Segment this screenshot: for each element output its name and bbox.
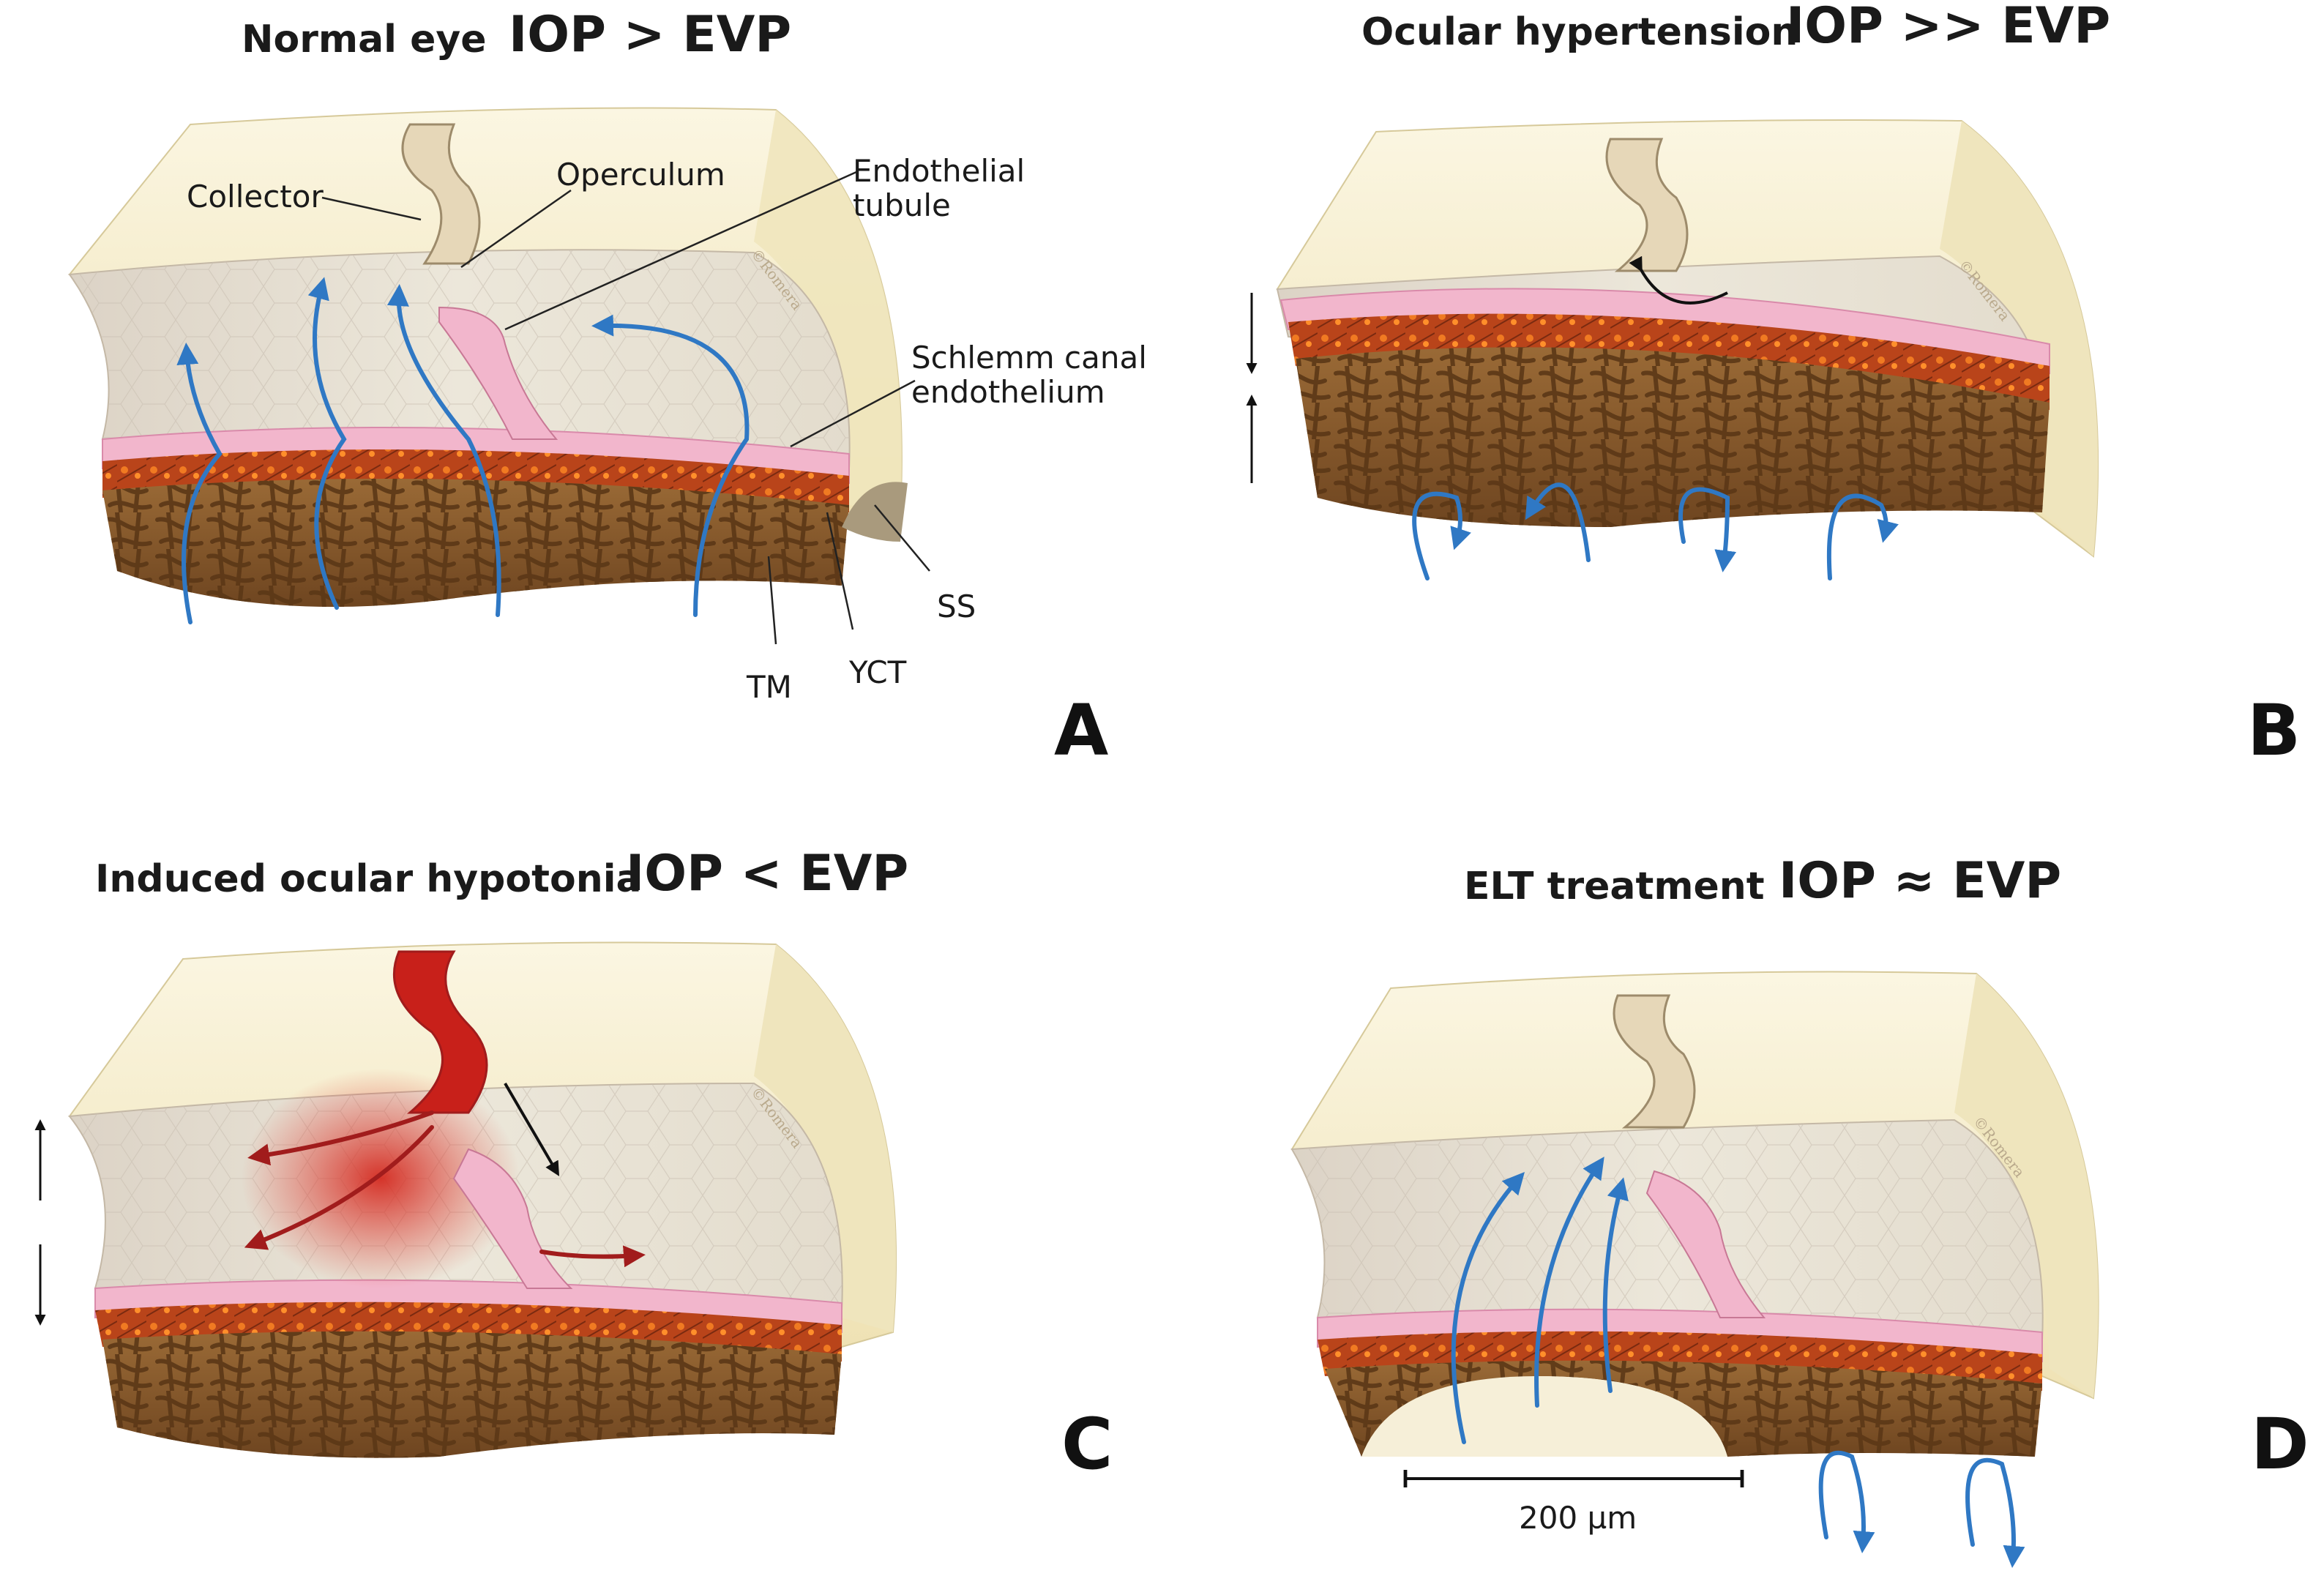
- aqueous-flow-arrow: [176, 343, 223, 624]
- label-schlemm-canal-endothelium: Schlemm canal endothelium: [911, 340, 1147, 409]
- collector-channel: [401, 123, 481, 265]
- label-tm: TM: [747, 669, 792, 705]
- panel-d-illustration: [1290, 971, 2099, 1568]
- aqueous-flow-arrow: [307, 277, 347, 610]
- aqueous-flow-arrow: [1818, 1450, 1875, 1553]
- trabecular-meshwork-beams: [102, 479, 849, 607]
- aqueous-flow-arrow: [1451, 1172, 1525, 1444]
- panel-a-illustration: [68, 107, 930, 645]
- trabecular-meshwork-beams: [1296, 347, 2050, 527]
- label-endothelial-tubule: Endothelial tubule: [853, 154, 1025, 223]
- label-yct: YCT: [849, 654, 907, 690]
- aqueous-flow-arrow: [591, 314, 750, 617]
- blood-flow-arrow: [247, 1110, 434, 1166]
- panel-c-illustration: [34, 941, 897, 1458]
- collector-channel-blood: [392, 950, 488, 1114]
- aqueous-flow-arrow: [1826, 493, 1899, 580]
- label-schlemm-line2: endothelium: [911, 374, 1105, 411]
- aqueous-flow-arrow: [1534, 1157, 1604, 1408]
- sclera-cut-face: [754, 944, 897, 1332]
- wall-motion-arrow: [504, 1082, 560, 1176]
- sclera-cut-face: [754, 110, 902, 512]
- panel-a-subtitle: Normal eye: [242, 18, 487, 61]
- panel-letter-c: C: [1061, 1403, 1113, 1485]
- elt-treated-zone: [1361, 1376, 1727, 1457]
- endothelial-tubule: [438, 306, 558, 440]
- aqueous-flow-arrow: [1412, 491, 1471, 580]
- blood-flow-arrow: [244, 1125, 434, 1250]
- sclera-cut-face: [1954, 974, 2099, 1398]
- label-endothelial-line2: tubule: [853, 187, 951, 224]
- aqueous-flow-arrows: [176, 277, 750, 624]
- panel-d-subtitle: ELT treatment: [1464, 864, 1765, 908]
- aqueous-flow-arrow: [1602, 1177, 1629, 1393]
- panel-b-subtitle: Ocular hypertension: [1361, 10, 1798, 54]
- label-scale-bar: 200 µm: [1519, 1500, 1637, 1536]
- collector-channel: [1613, 994, 1696, 1129]
- label-endothelial-line1: Endothelial: [853, 153, 1025, 189]
- collector-channel: [1605, 138, 1689, 272]
- label-ss: SS: [937, 589, 976, 624]
- label-schlemm-line1: Schlemm canal: [911, 340, 1147, 376]
- schlemm-canal-cells: [70, 250, 850, 468]
- trabecular-meshwork-beams: [1325, 1360, 2042, 1457]
- panel-c-subtitle: Induced ocular hypotonia: [95, 857, 642, 901]
- aqueous-flow-arrow: [386, 284, 501, 617]
- panel-b-equation: IOP >> EVP: [1786, 0, 2111, 55]
- trabecular-meshwork-beams: [102, 1331, 842, 1458]
- panel-a-equation: IOP > EVP: [509, 6, 792, 64]
- blood-reflux-cloud: [242, 1069, 520, 1288]
- scleral-spur: [842, 482, 908, 542]
- schlemm-canal-cells: [1292, 1120, 2043, 1340]
- aqueous-flow-arrows: [1451, 1157, 2025, 1568]
- aqueous-flow-arrow: [1678, 487, 1737, 572]
- aqueous-flow-arrow: [1965, 1457, 2025, 1568]
- label-operculum: Operculum: [556, 157, 725, 193]
- panel-b-illustration: [1246, 119, 2099, 580]
- yct-layer: [1288, 313, 2050, 410]
- leader-lines: [321, 171, 930, 645]
- blood-flow-arrows: [244, 1110, 646, 1268]
- panel-letter-d: D: [2251, 1403, 2309, 1485]
- panel-d-equation: IOP ≈ EVP: [1779, 852, 2062, 910]
- label-collector: Collector: [187, 179, 324, 214]
- aqueous-flow-arrow: [1525, 482, 1591, 562]
- endothelial-tubule: [1645, 1170, 1766, 1318]
- panel-letter-a: A: [1054, 690, 1109, 772]
- operculum-closure-arrow: [1629, 255, 1728, 305]
- panel-letter-b: B: [2247, 690, 2301, 772]
- panel-c-equation: IOP < EVP: [626, 845, 909, 903]
- aqueous-reflux-arrows: [1412, 482, 1899, 580]
- blood-flow-arrow: [539, 1245, 646, 1268]
